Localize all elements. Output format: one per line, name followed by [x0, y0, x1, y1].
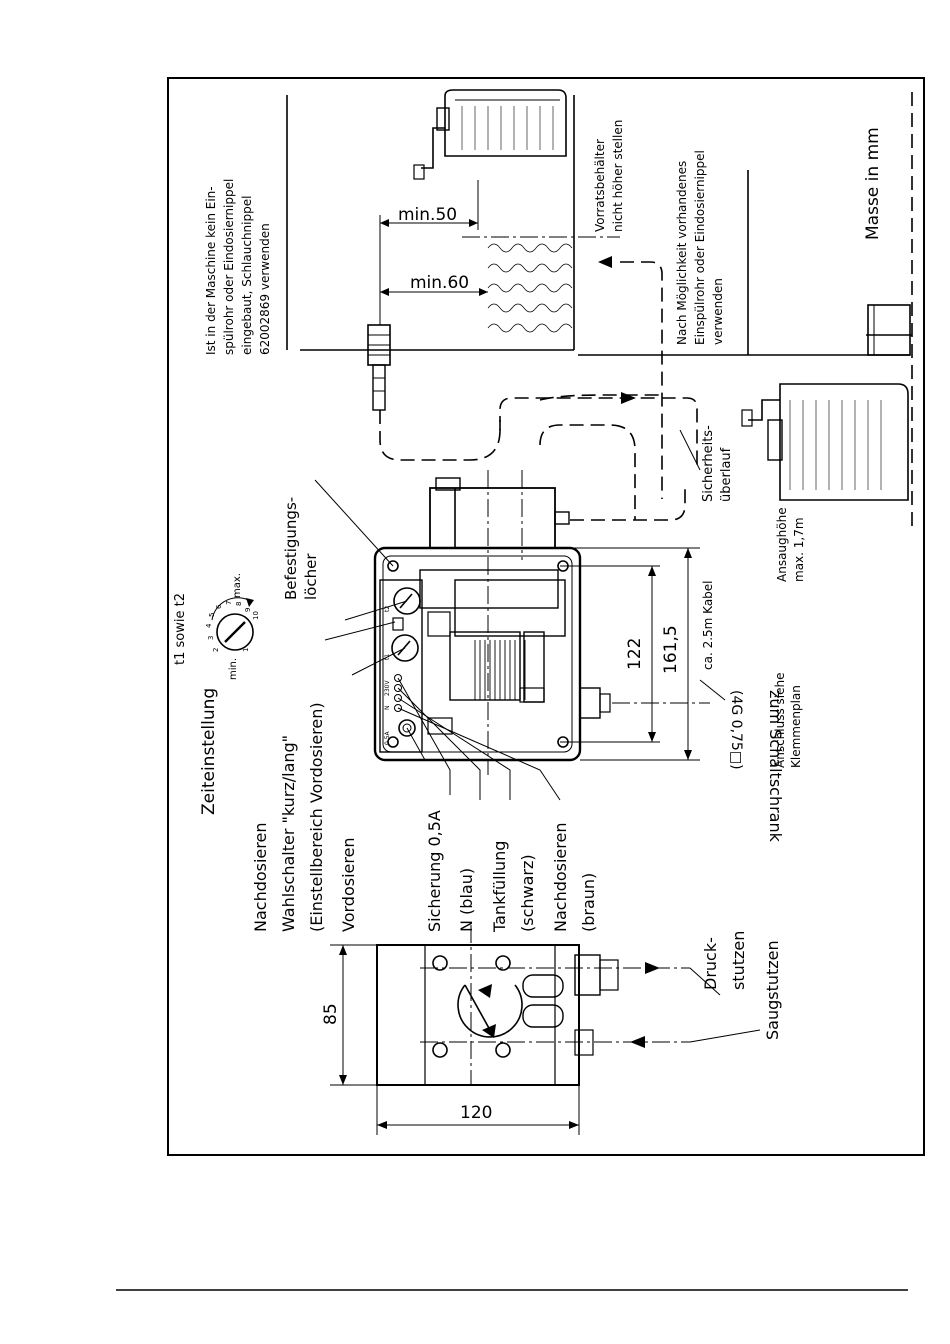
label-nach-moeglichkeit-2: Einspülrohr oder Eindosiernippel — [693, 150, 707, 345]
time-dial-icon: 1 2 3 4 5 6 7 8 9 10 — [205, 597, 260, 652]
label-vorrat-1: Vorratsbehälter — [593, 139, 607, 232]
label-ist-maschine-2: spülrohr oder Eindosiernippel — [222, 179, 236, 355]
dimension-122: 122 — [625, 638, 645, 670]
label-schwarz: (schwarz) — [518, 854, 537, 932]
label-kabel-spec: (4G 0,75□) — [728, 690, 744, 770]
label-ansaughoehe-1: Ansaughöhe — [775, 507, 789, 582]
drawing-frame — [167, 77, 925, 1156]
label-masse-in-mm: Masse in mm — [863, 127, 883, 240]
label-ist-maschine-4: 62002869 verwenden — [258, 223, 272, 355]
dimension-120: 120 — [460, 1103, 492, 1123]
label-zeiteinstellung: Zeiteinstellung — [199, 688, 219, 815]
panel-label-230v: 230V — [384, 680, 391, 696]
dial-tick-4: 4 — [205, 623, 213, 628]
label-dial-max: max. — [232, 573, 243, 598]
label-einstellbereich: (Einstellbereich Vordosieren) — [307, 702, 326, 932]
label-anschluss-1: Anschluss siehe — [773, 673, 787, 768]
panel-label-n: N — [384, 706, 391, 711]
dial-tick-3: 3 — [207, 636, 215, 640]
installation-scene — [286, 89, 913, 775]
label-vorrat-2: nicht höher stellen — [611, 120, 625, 232]
label-tankfuellung: Tankfüllung — [490, 841, 509, 933]
label-dial-min: min. — [228, 658, 239, 680]
label-sicherheit-2: überlauf — [719, 447, 734, 502]
dial-tick-9: 9 — [244, 608, 252, 612]
label-nachdosieren: Nachdosieren — [251, 823, 270, 933]
panel-label-t1: t1 — [384, 654, 391, 660]
dial-tick-6: 6 — [215, 604, 223, 609]
dimension-min50: min.50 — [398, 205, 457, 225]
label-befestigung-1: Befestigungs- — [282, 497, 300, 600]
label-nachdosieren-2: Nachdosieren — [551, 823, 570, 933]
dial-tick-1: 1 — [242, 648, 250, 652]
pump-housing — [373, 546, 710, 762]
dimension-85: 85 — [321, 1003, 341, 1025]
dimension-min60: min.60 — [410, 273, 469, 293]
panel-label-t2: t2 — [384, 606, 391, 612]
label-vordosieren: Vordosieren — [339, 837, 358, 932]
label-ansaughoehe-2: max. 1,7m — [792, 517, 806, 582]
dial-tick-7: 7 — [225, 601, 233, 605]
label-sicherheit-1: Sicherheits- — [701, 425, 716, 502]
label-druck-1: Druck- — [701, 937, 720, 990]
label-nach-moeglichkeit-3: verwenden — [711, 278, 725, 345]
label-saugstutzen: Saugstutzen — [763, 940, 782, 1040]
label-nach-moeglichkeit-1: Nach Möglichkeit vorhandenes — [675, 161, 689, 345]
label-t1-t2: t1 sowie t2 — [173, 593, 188, 665]
dial-tick-5: 5 — [208, 613, 216, 617]
label-n-blau: N (blau) — [457, 868, 476, 932]
label-zum-schaltschrank: zum Schaltschrank — [766, 690, 785, 843]
label-befestigung-2: löcher — [302, 553, 320, 600]
housing-dimensions — [560, 547, 726, 761]
label-druck-2: stutzen — [729, 931, 748, 990]
dimension-161-5: 161,5 — [661, 625, 681, 674]
leader-lines — [314, 429, 701, 801]
panel-label-fuse: 0.5A — [384, 730, 391, 745]
label-braun: (braun) — [579, 873, 598, 932]
label-ist-maschine-1: Ist in der Maschine kein Ein- — [204, 186, 218, 355]
label-ist-maschine-3: eingebaut, Schlauchnippel — [240, 196, 254, 355]
dial-tick-2: 2 — [212, 648, 220, 652]
label-anschluss-2: Klemmenplan — [789, 685, 803, 768]
dial-tick-10: 10 — [252, 611, 260, 620]
labels: Ist in der Maschine kein Ein- spülrohr o… — [173, 120, 883, 1123]
label-kabel: ca. 2.5m Kabel — [701, 580, 715, 670]
label-sicherung: Sicherung 0,5A — [425, 810, 444, 932]
dial-tick-8: 8 — [235, 602, 243, 606]
label-wahlschalter: Wahlschalter "kurz/lang" — [279, 735, 298, 932]
bottom-view — [330, 925, 761, 1135]
